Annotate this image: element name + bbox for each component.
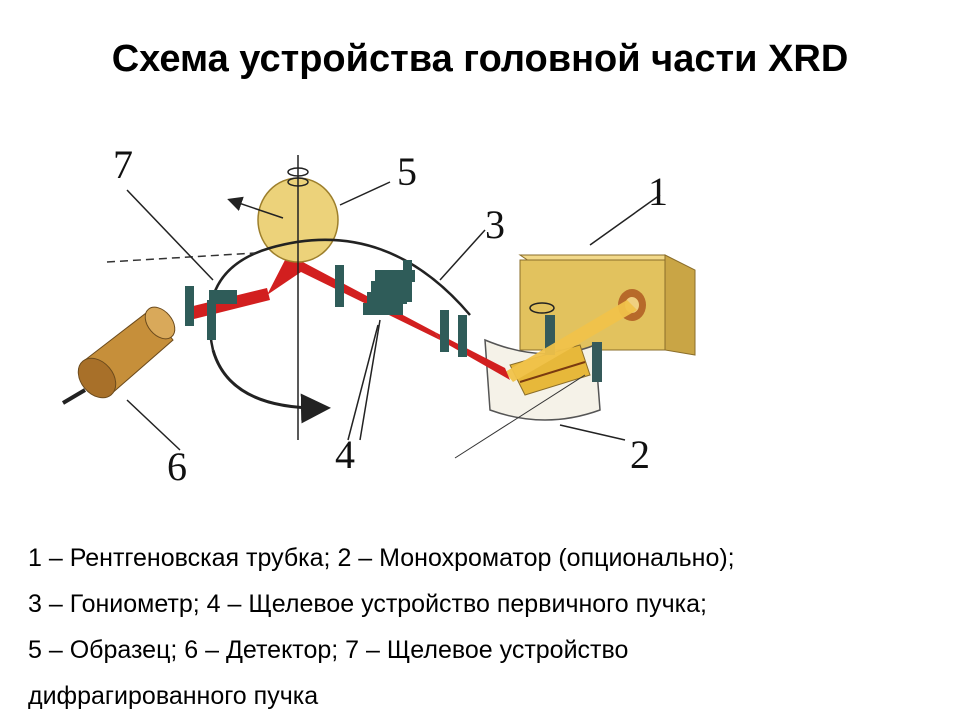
- label-7: 7: [113, 142, 133, 187]
- primary-beam-slits: [335, 260, 467, 357]
- caption-line-2: 3 – Гониометр; 4 – Щелевое устройство пе…: [28, 590, 707, 618]
- diffracted-beam-slits: [185, 286, 237, 340]
- legend-caption: 1 – Рентгеновская трубка; 2 – Монохромат…: [28, 535, 938, 719]
- caption-line-3: 5 – Образец; 6 – Детектор; 7 – Щелевое у…: [28, 636, 629, 664]
- label-6: 6: [167, 444, 187, 489]
- xrd-head-diagram: 1 2 3 4 5 6 7: [61, 142, 696, 489]
- label-2: 2: [630, 432, 650, 477]
- label-4: 4: [335, 432, 355, 477]
- label-3: 3: [485, 202, 505, 247]
- leader-lines: [126, 181, 661, 451]
- label-1: 1: [648, 169, 668, 214]
- caption-line-4: дифрагированного пучка: [28, 682, 319, 710]
- slide-title: Схема устройства головной части XRD: [111, 38, 849, 80]
- label-5: 5: [397, 149, 417, 194]
- caption-line-1: 1 – Рентгеновская трубка; 2 – Монохромат…: [28, 544, 735, 572]
- detector: [61, 306, 176, 405]
- monochromator: [484, 302, 602, 421]
